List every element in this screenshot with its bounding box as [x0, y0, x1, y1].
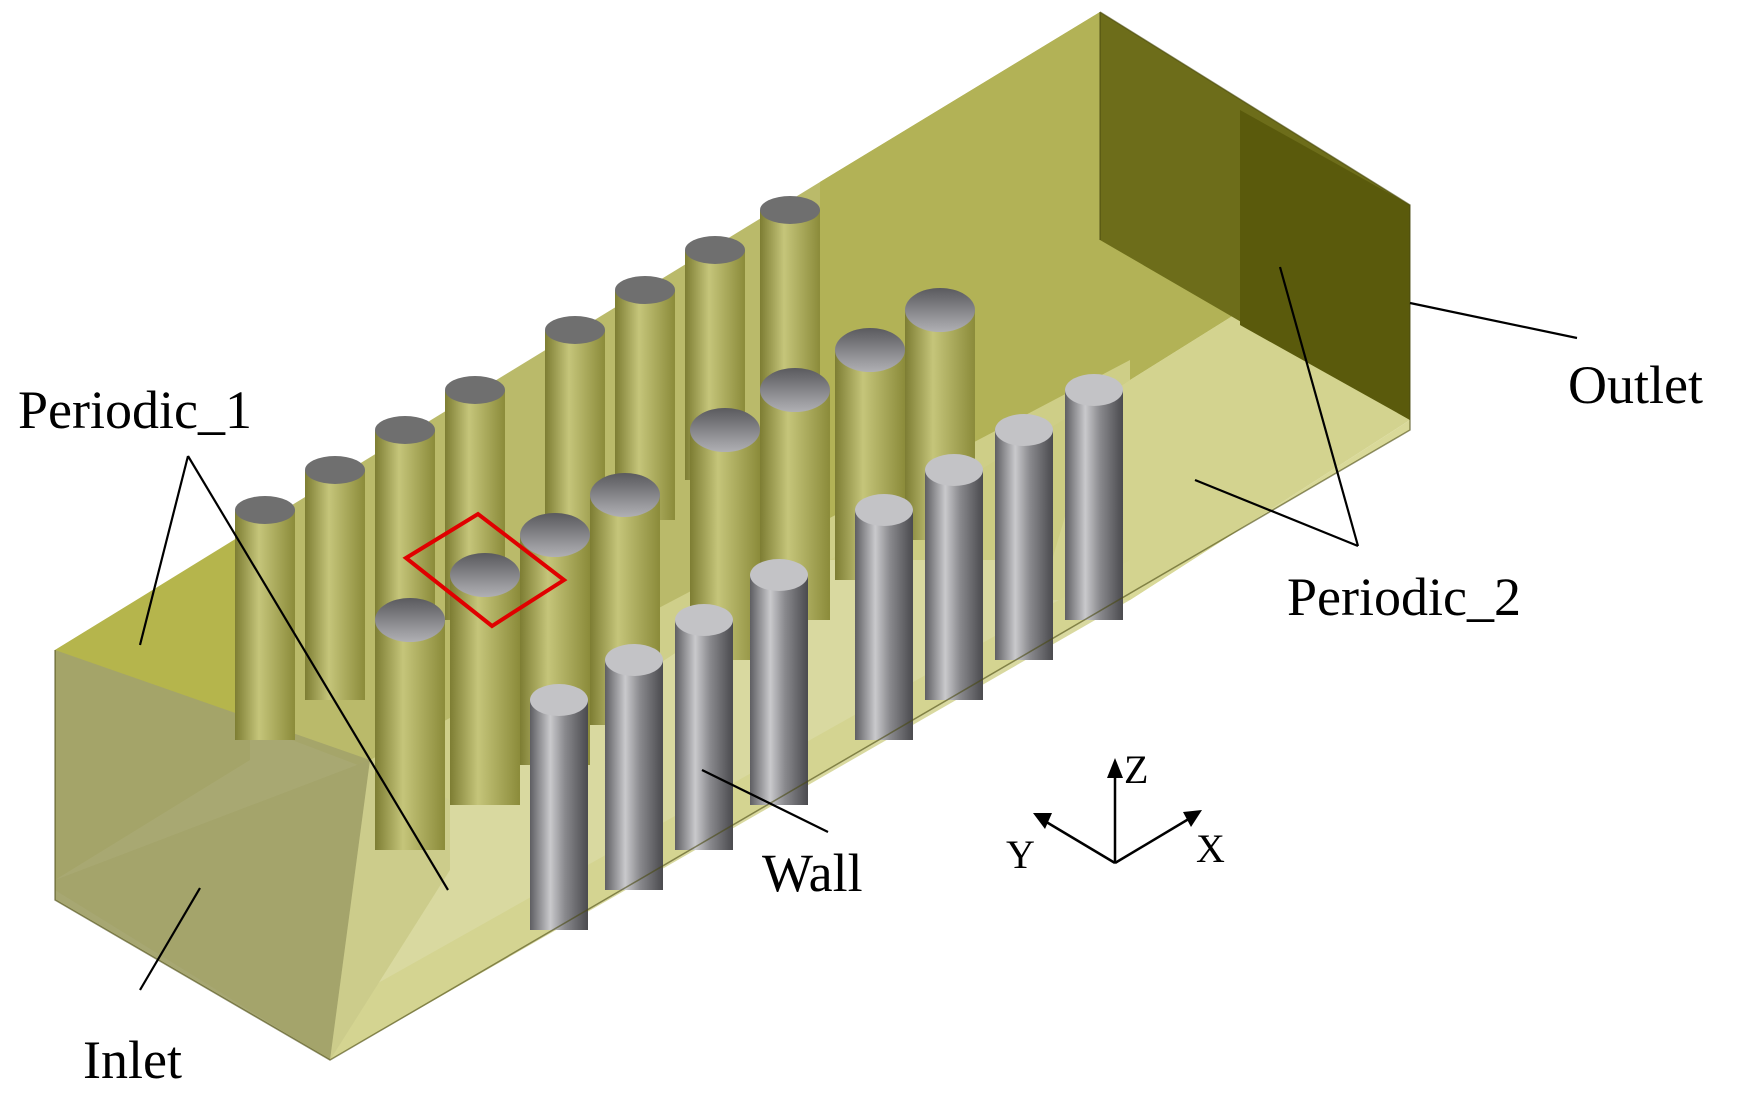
x-arrow-icon [1183, 810, 1202, 827]
label-periodic-2: Periodic_2 [1287, 567, 1521, 627]
y-arrow-icon [1033, 813, 1052, 829]
unit-cell-highlight [402, 511, 568, 629]
axis-label-z: Z [1124, 747, 1148, 792]
label-outlet: Outlet [1568, 355, 1703, 415]
front-cut-pins [530, 374, 1123, 930]
axis-label-y: Y [1006, 832, 1035, 877]
leader-lines [138, 266, 1578, 991]
label-wall: Wall [762, 843, 863, 903]
inlet-front-face [55, 650, 370, 1060]
z-arrow-icon [1107, 758, 1123, 778]
coordinate-axes: Z Y X [1006, 747, 1225, 877]
label-inlet: Inlet [83, 1030, 182, 1090]
label-periodic-1: Periodic_1 [18, 380, 252, 440]
outlet-face-dark [1240, 110, 1410, 420]
axis-label-x: X [1196, 826, 1225, 871]
box-outline [54, 11, 1411, 1061]
